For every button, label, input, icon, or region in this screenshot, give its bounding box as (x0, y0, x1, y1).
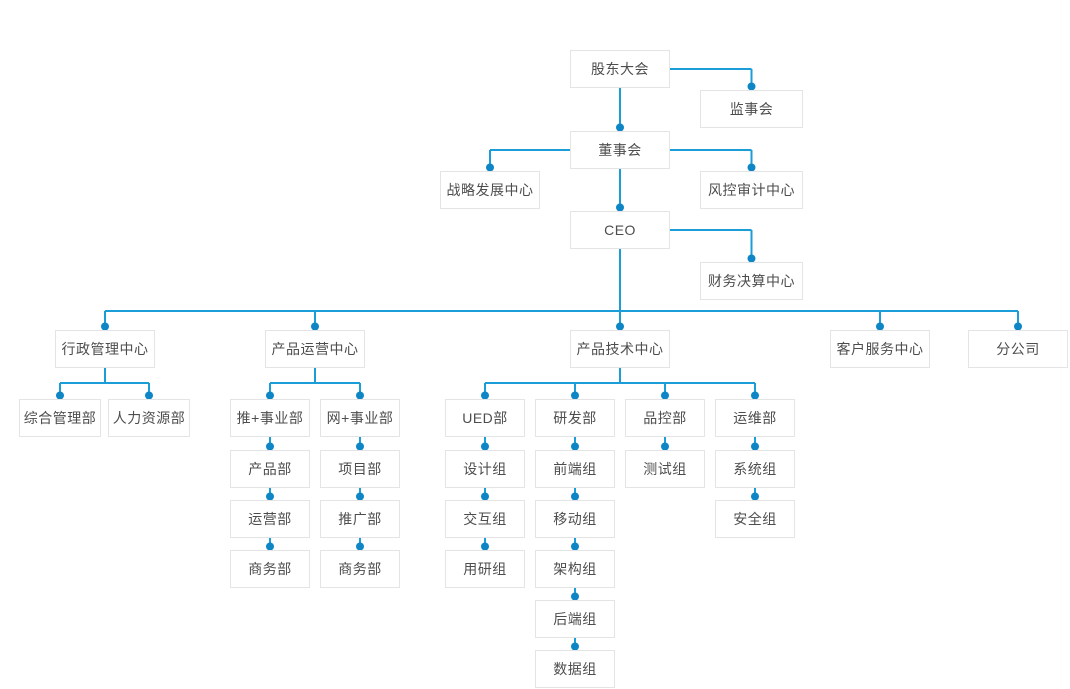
org-node-ceo: CEO (570, 211, 670, 249)
junction-dot (101, 322, 109, 331)
junction-dot (571, 391, 579, 400)
org-node-hr-dept: 人力资源部 (108, 399, 190, 437)
org-node-wang-business-dept: 网+事业部 (320, 399, 400, 437)
org-node-board-of-directors: 董事会 (570, 131, 670, 169)
junction-dot (311, 322, 319, 331)
org-node-admin-management-center: 行政管理中心 (55, 330, 155, 368)
junction-dot (616, 203, 624, 212)
org-node-rnd-dept: 研发部 (535, 399, 615, 437)
org-node-risk-audit-center: 风控审计中心 (700, 171, 803, 209)
junction-dot (876, 322, 884, 331)
org-node-backend-group: 后端组 (535, 600, 615, 638)
org-node-product-dept: 产品部 (230, 450, 310, 488)
junction-dot (481, 391, 489, 400)
org-node-data-group: 数据组 (535, 650, 615, 688)
org-node-customer-service-center: 客户服务中心 (830, 330, 930, 368)
junction-dot (571, 592, 579, 601)
org-node-tui-business-dept: 推+事业部 (230, 399, 310, 437)
org-node-interaction-group: 交互组 (445, 500, 525, 538)
junction-dot (661, 442, 669, 451)
junction-dot (571, 492, 579, 501)
org-node-shareholders-meeting: 股东大会 (570, 50, 670, 88)
org-node-mobile-group: 移动组 (535, 500, 615, 538)
junction-dot (481, 442, 489, 451)
org-node-security-group: 安全组 (715, 500, 795, 538)
junction-dot (266, 542, 274, 551)
org-node-product-operation-center: 产品运营中心 (265, 330, 365, 368)
org-node-ued-dept: UED部 (445, 399, 525, 437)
junction-dot (751, 442, 759, 451)
org-node-product-technology-center: 产品技术中心 (570, 330, 670, 368)
junction-dot (571, 642, 579, 651)
org-node-branch-company: 分公司 (968, 330, 1068, 368)
junction-dot (751, 391, 759, 400)
junction-dot (481, 492, 489, 501)
org-node-ops-maintenance-dept: 运维部 (715, 399, 795, 437)
org-node-quality-control-dept: 品控部 (625, 399, 705, 437)
org-node-strategy-development-center: 战略发展中心 (440, 171, 540, 209)
junction-dot (571, 542, 579, 551)
org-node-business-dept-1: 商务部 (230, 550, 310, 588)
org-node-promotion-dept: 推广部 (320, 500, 400, 538)
junction-dot (751, 492, 759, 501)
org-node-system-group: 系统组 (715, 450, 795, 488)
junction-dot (356, 442, 364, 451)
junction-dot (56, 391, 64, 400)
org-node-testing-group: 测试组 (625, 450, 705, 488)
junction-dot (266, 442, 274, 451)
junction-dot (616, 123, 624, 132)
org-node-finance-settlement-center: 财务决算中心 (700, 262, 803, 300)
junction-dot (747, 254, 756, 263)
junction-dot (481, 542, 489, 551)
junction-dot (747, 82, 756, 91)
org-node-user-research-group: 用研组 (445, 550, 525, 588)
org-node-general-admin-dept: 综合管理部 (19, 399, 101, 437)
junction-dot (266, 492, 274, 501)
org-node-supervisory-board: 监事会 (700, 90, 803, 128)
junction-dot (661, 391, 669, 400)
org-node-project-dept: 项目部 (320, 450, 400, 488)
junction-dot (266, 391, 274, 400)
junction-dot (571, 442, 579, 451)
junction-dot (356, 492, 364, 501)
junction-dot (1014, 322, 1022, 331)
junction-dot (747, 163, 756, 172)
junction-dot (356, 391, 364, 400)
org-node-operations-dept: 运营部 (230, 500, 310, 538)
junction-dot (616, 322, 624, 331)
org-node-frontend-group: 前端组 (535, 450, 615, 488)
org-node-design-group: 设计组 (445, 450, 525, 488)
junction-dot (486, 163, 494, 172)
org-node-architecture-group: 架构组 (535, 550, 615, 588)
junction-dot (145, 391, 153, 400)
junction-dot (356, 542, 364, 551)
org-node-business-dept-2: 商务部 (320, 550, 400, 588)
